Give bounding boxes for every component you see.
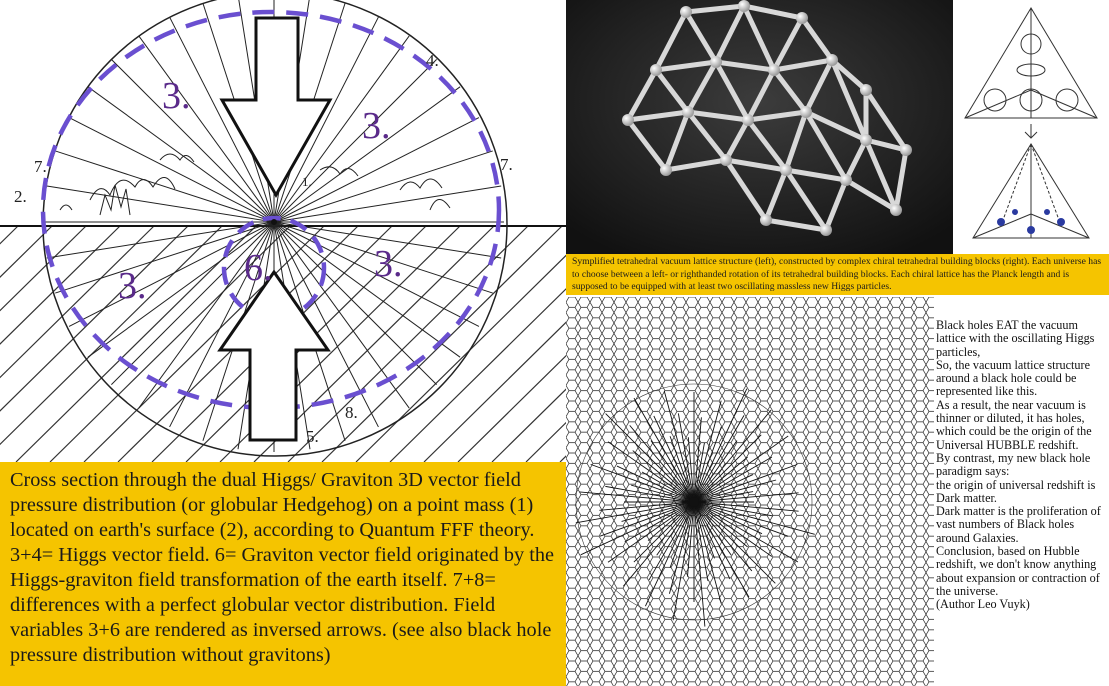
label-3-lower-right: 3. bbox=[374, 243, 403, 285]
label-1: 1. bbox=[302, 174, 312, 189]
hedgehog-cross-section-diagram: 3. 3. 3. 3. 6. 4. 7. 7. 2. 1. 8. 5. bbox=[0, 0, 566, 462]
lattice-svg bbox=[566, 0, 953, 254]
up-arrow bbox=[217, 269, 331, 442]
lattice-rods bbox=[625, 3, 909, 233]
black-hole-lattice-diagram bbox=[566, 297, 934, 686]
label-7-left: 7. bbox=[34, 157, 47, 176]
label-5: 5. bbox=[306, 427, 319, 446]
tetra-top bbox=[964, 7, 1098, 119]
lattice-nodes bbox=[622, 0, 912, 236]
label-2: 2. bbox=[14, 187, 27, 206]
black-hole-rays bbox=[575, 388, 815, 627]
tetra-bottom bbox=[972, 143, 1090, 239]
label-7-right: 7. bbox=[500, 155, 513, 174]
tetrahedral-lattice-photo bbox=[566, 0, 953, 254]
dashed-graviton-field-circle bbox=[221, 215, 327, 321]
label-6: 6. bbox=[244, 247, 273, 289]
black-hole-explanation: Black holes EAT the vacuum lattice with … bbox=[934, 297, 1109, 686]
tetra-transform-arrow bbox=[1024, 124, 1038, 139]
hex-svg bbox=[566, 297, 934, 686]
left-caption-box: Cross section through the dual Higgs/ Gr… bbox=[0, 462, 566, 686]
point-mass bbox=[271, 219, 277, 225]
down-arrow bbox=[219, 16, 333, 199]
label-3-upper-left: 3. bbox=[162, 75, 191, 117]
label-4: 4. bbox=[426, 51, 439, 70]
hedgehog-svg: 3. 3. 3. 3. 6. 4. 7. 7. 2. 1. 8. 5. bbox=[0, 0, 566, 462]
label-8: 8. bbox=[345, 403, 358, 422]
label-3-lower-left: 3. bbox=[118, 265, 147, 307]
label-3-upper-right: 3. bbox=[362, 105, 391, 147]
black-hole-explanation-text: Black holes EAT the vacuum lattice with … bbox=[936, 318, 1101, 612]
left-caption-text: Cross section through the dual Higgs/ Gr… bbox=[10, 469, 555, 666]
chiral-tetrahedron-panel bbox=[953, 0, 1109, 254]
lattice-caption-box: Symplified tetrahedral vacuum lattice st… bbox=[566, 254, 1109, 295]
plant-sketch bbox=[59, 153, 451, 216]
tetra-svg bbox=[964, 7, 1098, 239]
tetra-blue-particles bbox=[997, 209, 1065, 234]
black-hole-center bbox=[689, 497, 699, 507]
distortion-ring bbox=[575, 383, 813, 621]
lattice-caption-text: Symplified tetrahedral vacuum lattice st… bbox=[572, 256, 1102, 292]
dashed-higgs-field-outline bbox=[40, 9, 502, 411]
